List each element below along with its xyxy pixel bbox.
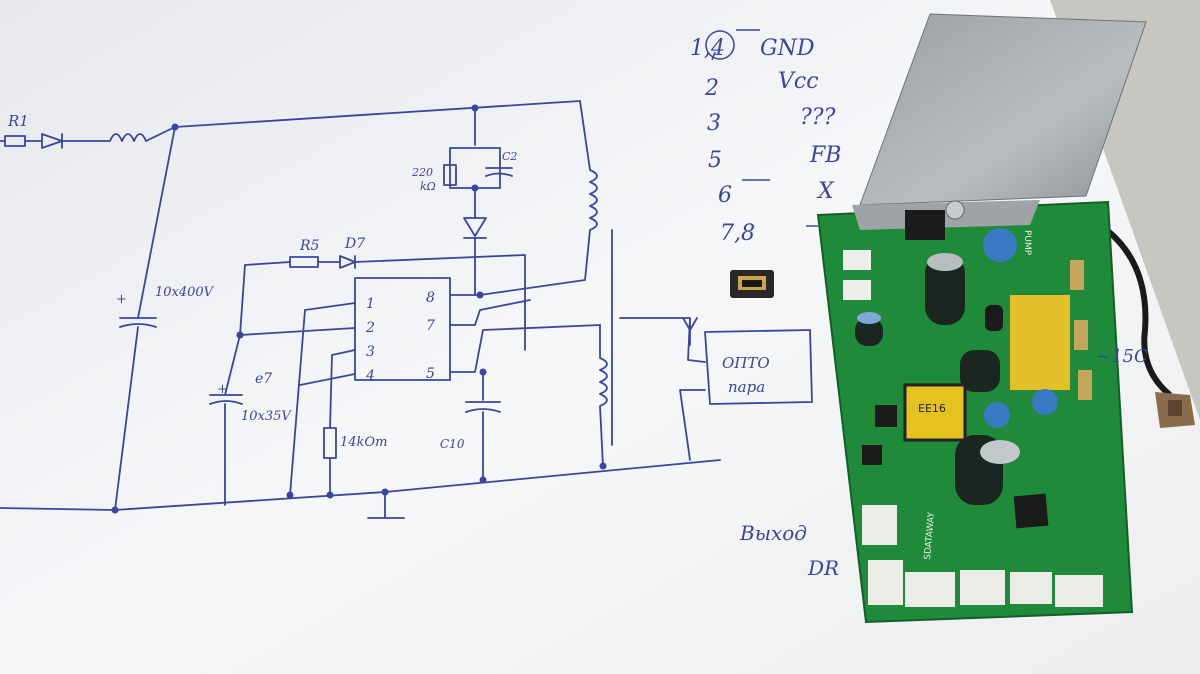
label-opto-2: пара: [728, 378, 765, 396]
transformer: [903, 383, 967, 442]
label-bulk-cap: 10x400V: [155, 285, 215, 300]
label-snubber-r-unit: kΩ: [420, 180, 436, 193]
pinout-notes: 1,4 GND 2 Vcc 3 ??? 5 FB 6 X 7,8: [690, 29, 841, 246]
pin-note-desc: FB: [809, 143, 841, 168]
label-r5: R5: [299, 238, 320, 254]
label-c10: C10: [440, 437, 465, 451]
note-voltage: ~15С: [1096, 346, 1148, 367]
label-r1: R1: [7, 112, 29, 130]
loose-connector: [730, 270, 774, 298]
ic-pin-5: 5: [426, 366, 435, 382]
ic-pin-2: 2: [365, 320, 375, 336]
pin-note-pins: 3: [707, 111, 721, 136]
label-d7: D7: [344, 236, 365, 252]
pcb-label: PUMP: [1022, 230, 1032, 256]
label-r-sense: 14kOm: [340, 435, 387, 450]
pin-note-pins: 2: [704, 76, 719, 101]
pin-note-desc: ???: [800, 105, 836, 130]
pin-note-pins: 6: [718, 183, 732, 208]
label-snubber-r-value: 220: [411, 166, 433, 179]
note-output: Выход: [739, 521, 807, 545]
pin-note-desc: Vcc: [778, 69, 819, 94]
cable-terminal: [1155, 392, 1195, 428]
x-capacitor: [1010, 295, 1070, 390]
ic-pin-1: 1: [366, 296, 375, 312]
pcb-board: EE16 SDATAWAY PUMP: [816, 13, 1147, 624]
label-bulk-plus: +: [116, 292, 127, 307]
pin-note-desc: X: [816, 179, 835, 204]
transformer-label: EE16: [918, 402, 946, 415]
pin-note-pins: 7,8: [720, 221, 755, 246]
label-c2: C2: [502, 150, 517, 163]
ic-pin-3: 3: [366, 344, 375, 360]
pin-note-pins: 1,4: [690, 36, 725, 61]
junction-dots: [111, 104, 607, 514]
label-c7-plus: +: [217, 382, 228, 397]
ic-pin-4: 4: [365, 368, 375, 384]
note-dr: DR: [807, 556, 839, 580]
pcb-brand: SDATAWAY: [923, 511, 937, 560]
pin-note-desc: GND: [760, 36, 815, 61]
ic-pin-7: 7: [426, 318, 435, 334]
label-c7: e7: [255, 371, 272, 387]
pin-note-pins: 5: [708, 148, 722, 173]
label-opto-1: ОПТО: [722, 354, 770, 372]
label-c7-value: 10x35V: [241, 409, 292, 424]
ic-pin-8: 8: [426, 290, 435, 306]
heatsink: [859, 13, 1147, 206]
